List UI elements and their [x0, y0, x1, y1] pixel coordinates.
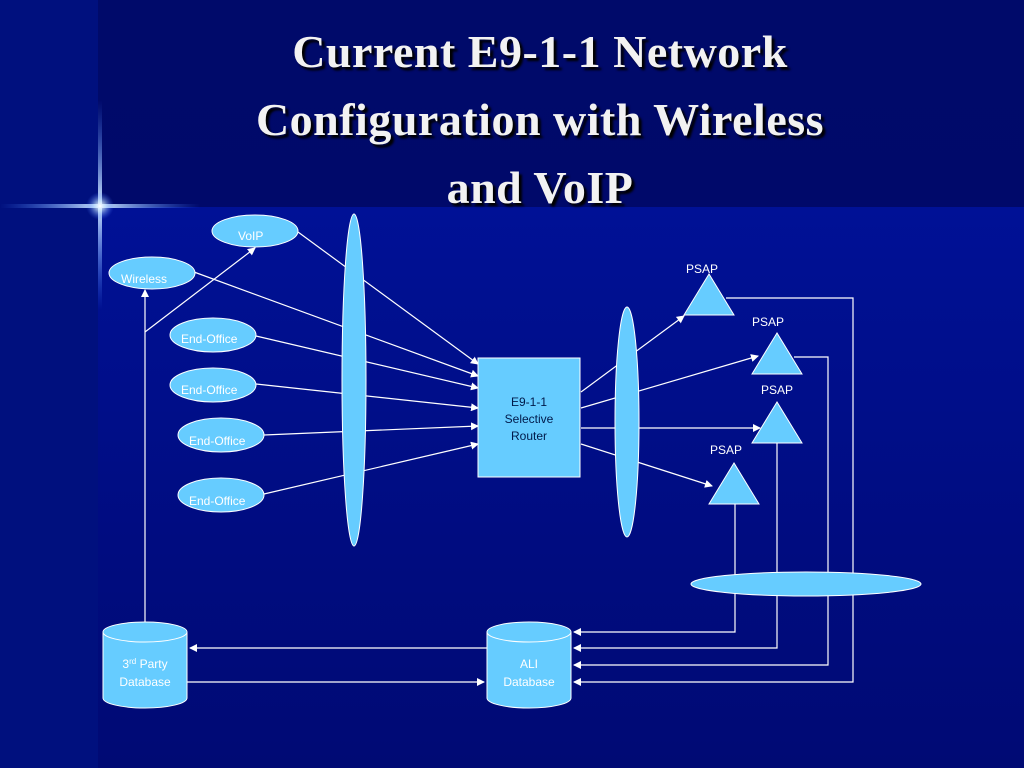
- wireless-node: Wireless: [108, 256, 196, 290]
- selective-router-node: E9-1-1 Selective Router: [477, 357, 581, 478]
- router-label-line-1: E9-1-1: [511, 395, 547, 409]
- psap-2-label: PSAP: [752, 315, 784, 329]
- router-label-line-3: Router: [511, 429, 547, 443]
- slide-title: Current E9-1-1 Network Configuration wit…: [100, 18, 980, 222]
- end-office-node-2: End-Office: [169, 367, 257, 403]
- voip-node: VoIP: [211, 214, 299, 248]
- end-office-node-1: End-Office: [169, 317, 257, 353]
- third-party-label-line-1: 3rd Party: [122, 657, 167, 671]
- connector-voip-router: [297, 231, 479, 365]
- end-office-node-4: End-Office: [177, 477, 265, 513]
- psap-connectors: [580, 315, 761, 488]
- connector-psap1-ali: [573, 297, 854, 686]
- router-label-line-2: Selective: [505, 412, 554, 426]
- third-party-ordinal-suffix: rd: [129, 657, 136, 666]
- connector-endoffice1-router: [255, 335, 479, 391]
- psap-1-label: PSAP: [686, 262, 718, 276]
- sparkle-decoration: [0, 100, 200, 310]
- connector-endoffice4-router: [263, 441, 479, 495]
- third-party-connectors: [141, 247, 256, 624]
- third-party-ordinal: 3: [122, 657, 129, 671]
- ali-label-line-2: Database: [503, 675, 555, 689]
- voip-label: VoIP: [238, 229, 263, 243]
- connector-psap2-ali: [573, 356, 829, 669]
- connector-router-psap4: [580, 443, 713, 488]
- third-party-database-node: 3rd Party Database: [102, 621, 188, 709]
- connector-psap4-ali: [573, 504, 736, 636]
- psap-node-2: PSAP: [751, 315, 803, 375]
- top-band: [0, 0, 1024, 207]
- end-office-3-label: End-Office: [189, 434, 246, 448]
- psap-4-label: PSAP: [710, 443, 742, 457]
- title-line-2: Configuration with Wireless: [255, 94, 825, 145]
- end-office-node-3: End-Office: [177, 417, 265, 453]
- third-party-word: Party: [136, 657, 167, 671]
- source-connectors: [193, 231, 479, 495]
- psap-network-ellipse: [614, 306, 640, 538]
- connector-wireless-router: [193, 271, 479, 378]
- psap-3-label: PSAP: [761, 383, 793, 397]
- ali-database-node: ALI Database: [486, 621, 572, 709]
- psap-node-1: PSAP: [683, 262, 735, 316]
- source-network-ellipse: [341, 213, 367, 547]
- title-line-1: Current E9-1-1 Network: [292, 26, 788, 77]
- connector-endoffice2-router: [255, 383, 479, 412]
- end-office-4-label: End-Office: [189, 494, 246, 508]
- end-office-2-label: End-Office: [181, 383, 238, 397]
- psap-node-4: PSAP: [708, 443, 760, 505]
- end-office-1-label: End-Office: [181, 332, 238, 346]
- title-line-3: and VoIP: [446, 162, 634, 213]
- connector-psap3-ali: [573, 443, 778, 652]
- database-connectors: [187, 644, 487, 686]
- wireless-label: Wireless: [121, 272, 167, 286]
- left-band: [0, 0, 98, 768]
- connector-router-psap2: [580, 354, 759, 409]
- psap-node-3: PSAP: [751, 383, 803, 444]
- connector-endoffice3-router: [263, 422, 479, 436]
- ali-label-line-1: ALI: [520, 657, 538, 671]
- connector-thirdparty-voip: [144, 247, 256, 333]
- ali-feedback-connectors: [573, 297, 854, 686]
- third-party-label-line-2: Database: [119, 675, 171, 689]
- ali-network-ellipse: [690, 571, 922, 597]
